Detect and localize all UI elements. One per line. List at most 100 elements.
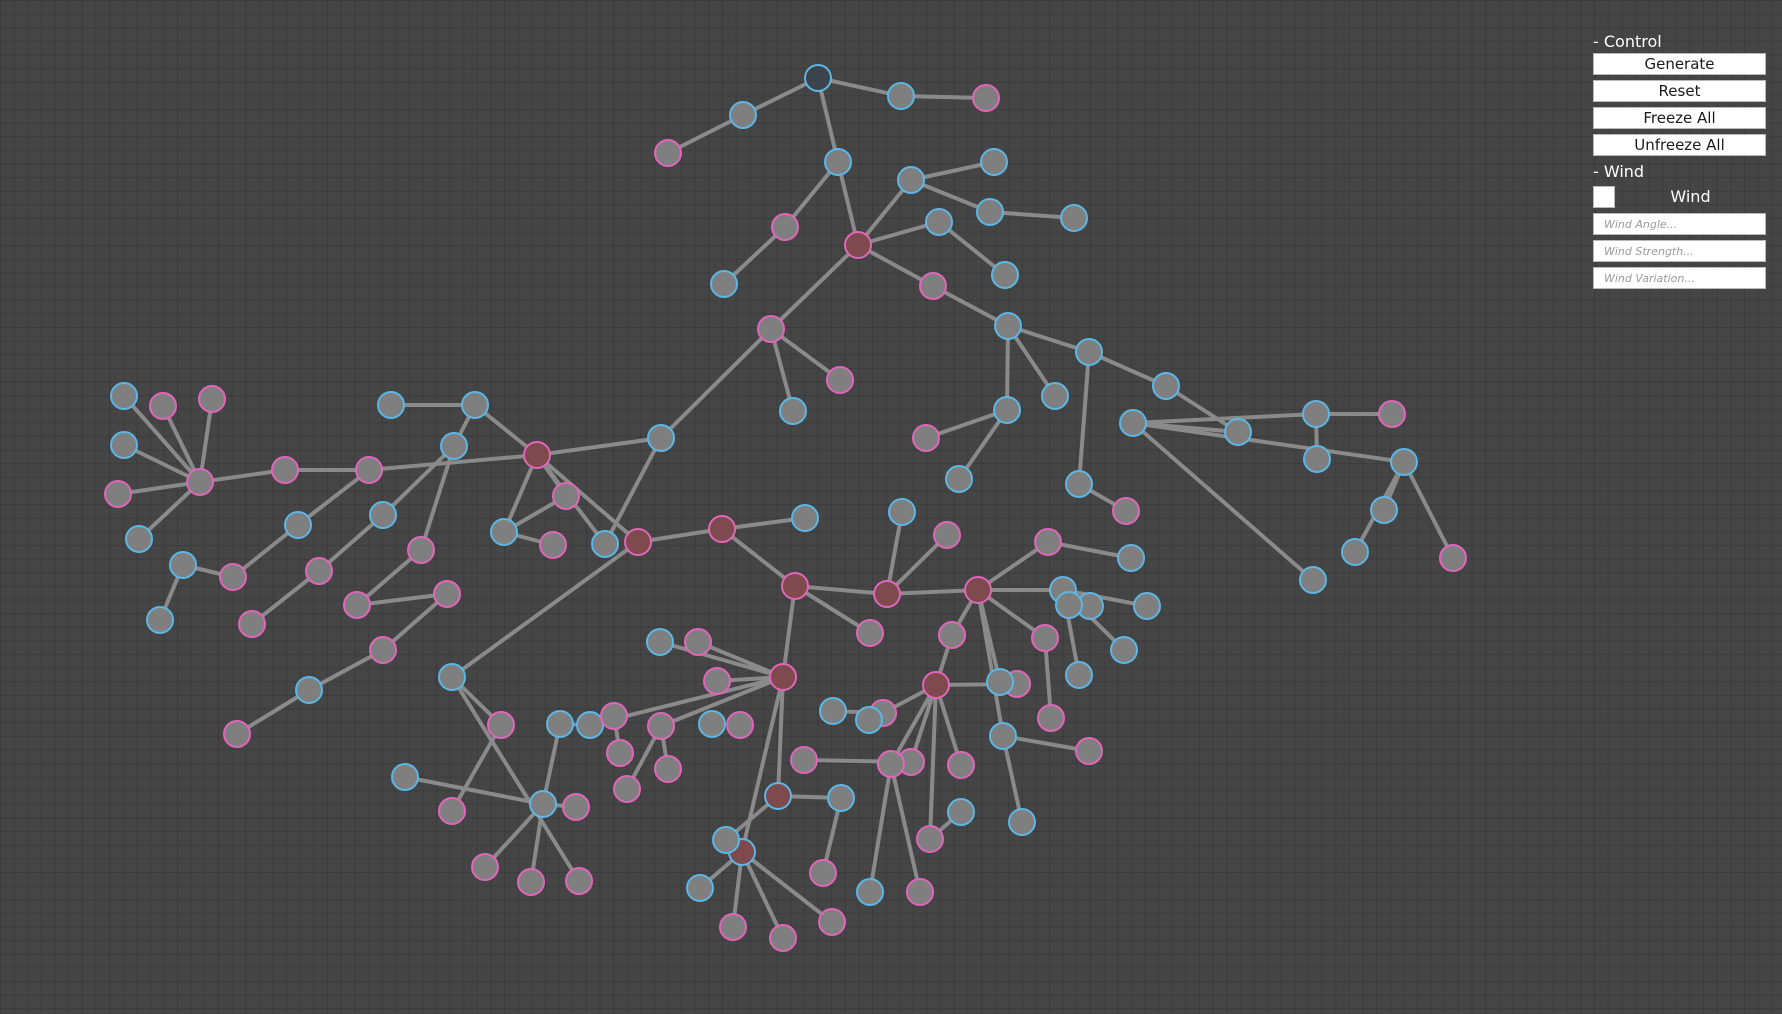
tree-node[interactable]: [1303, 445, 1331, 473]
wind-checkbox[interactable]: [1593, 186, 1615, 208]
tree-node[interactable]: [819, 697, 847, 725]
tree-node[interactable]: [980, 148, 1008, 176]
tree-node[interactable]: [1224, 418, 1252, 446]
tree-node[interactable]: [149, 392, 177, 420]
tree-node[interactable]: [757, 315, 785, 343]
tree-node[interactable]: [856, 878, 884, 906]
tree-node[interactable]: [856, 619, 884, 647]
tree-node[interactable]: [1031, 624, 1059, 652]
tree-node[interactable]: [305, 557, 333, 585]
tree-node[interactable]: [897, 166, 925, 194]
hub-node[interactable]: [523, 441, 551, 469]
tree-node[interactable]: [989, 722, 1017, 750]
tree-node[interactable]: [726, 711, 754, 739]
tree-node[interactable]: [606, 739, 634, 767]
tree-node[interactable]: [110, 382, 138, 410]
tree-node[interactable]: [1034, 528, 1062, 556]
tree-node[interactable]: [912, 424, 940, 452]
tree-node[interactable]: [355, 456, 383, 484]
root-node[interactable]: [804, 64, 832, 92]
tree-node[interactable]: [1037, 704, 1065, 732]
tree-node[interactable]: [1008, 808, 1036, 836]
tree-node[interactable]: [284, 511, 312, 539]
tree-node[interactable]: [369, 636, 397, 664]
wind-variation-input[interactable]: [1593, 267, 1766, 289]
wind-section-heading[interactable]: - Wind: [1593, 162, 1645, 181]
tree-node[interactable]: [1341, 538, 1369, 566]
tree-node[interactable]: [613, 775, 641, 803]
tree-node[interactable]: [827, 784, 855, 812]
tree-node[interactable]: [938, 621, 966, 649]
hub-node[interactable]: [624, 528, 652, 556]
freeze-all-button[interactable]: Freeze All: [1593, 107, 1766, 129]
tree-node[interactable]: [809, 859, 837, 887]
tree-node[interactable]: [887, 82, 915, 110]
tree-node[interactable]: [824, 148, 852, 176]
tree-node[interactable]: [546, 710, 574, 738]
tree-node[interactable]: [1112, 497, 1140, 525]
tree-node[interactable]: [1110, 636, 1138, 664]
tree-node[interactable]: [146, 606, 174, 634]
tree-node[interactable]: [826, 366, 854, 394]
tree-node[interactable]: [438, 663, 466, 691]
tree-node[interactable]: [933, 521, 961, 549]
tree-node[interactable]: [219, 563, 247, 591]
hub-node[interactable]: [769, 663, 797, 691]
tree-node[interactable]: [377, 391, 405, 419]
tree-node[interactable]: [1378, 400, 1406, 428]
tree-node[interactable]: [790, 746, 818, 774]
hub-node[interactable]: [708, 515, 736, 543]
tree-node[interactable]: [1370, 496, 1398, 524]
tree-node[interactable]: [1075, 338, 1103, 366]
tree-node[interactable]: [1299, 566, 1327, 594]
tree-node[interactable]: [945, 465, 973, 493]
tree-node[interactable]: [1119, 409, 1147, 437]
tree-node[interactable]: [1117, 544, 1145, 572]
tree-node[interactable]: [916, 825, 944, 853]
tree-node[interactable]: [461, 391, 489, 419]
tree-node[interactable]: [600, 702, 628, 730]
hub-node[interactable]: [781, 572, 809, 600]
tree-node[interactable]: [529, 790, 557, 818]
tree-node[interactable]: [1152, 372, 1180, 400]
tree-node[interactable]: [654, 139, 682, 167]
tree-node[interactable]: [1041, 382, 1069, 410]
tree-node[interactable]: [223, 720, 251, 748]
tree-node[interactable]: [994, 312, 1022, 340]
tree-node[interactable]: [198, 385, 226, 413]
tree-node[interactable]: [818, 908, 846, 936]
tree-node[interactable]: [110, 431, 138, 459]
tree-node[interactable]: [1133, 592, 1161, 620]
tree-node[interactable]: [719, 913, 747, 941]
hub-node[interactable]: [844, 231, 872, 259]
wind-strength-input[interactable]: [1593, 240, 1766, 262]
control-section-heading[interactable]: - Control: [1593, 32, 1662, 51]
tree-node[interactable]: [438, 797, 466, 825]
tree-node[interactable]: [769, 924, 797, 952]
hub-node[interactable]: [764, 782, 792, 810]
tree-node[interactable]: [703, 667, 731, 695]
tree-node[interactable]: [684, 628, 712, 656]
tree-node[interactable]: [1439, 544, 1467, 572]
tree-node[interactable]: [517, 868, 545, 896]
tree-node[interactable]: [576, 711, 604, 739]
tree-node[interactable]: [729, 101, 757, 129]
tree-node[interactable]: [391, 763, 419, 791]
wind-angle-input[interactable]: [1593, 213, 1766, 235]
tree-node[interactable]: [238, 610, 266, 638]
tree-node[interactable]: [487, 711, 515, 739]
hub-node[interactable]: [964, 576, 992, 604]
tree-node[interactable]: [947, 798, 975, 826]
tree-node[interactable]: [991, 261, 1019, 289]
tree-node[interactable]: [1075, 737, 1103, 765]
tree-node[interactable]: [407, 536, 435, 564]
tree-node[interactable]: [654, 755, 682, 783]
tree-node[interactable]: [565, 867, 593, 895]
tree-node[interactable]: [1302, 400, 1330, 428]
tree-node[interactable]: [906, 878, 934, 906]
tree-node[interactable]: [947, 751, 975, 779]
tree-node[interactable]: [1065, 661, 1093, 689]
tree-node[interactable]: [976, 198, 1004, 226]
generate-button[interactable]: Generate: [1593, 53, 1766, 75]
hub-node[interactable]: [873, 580, 901, 608]
